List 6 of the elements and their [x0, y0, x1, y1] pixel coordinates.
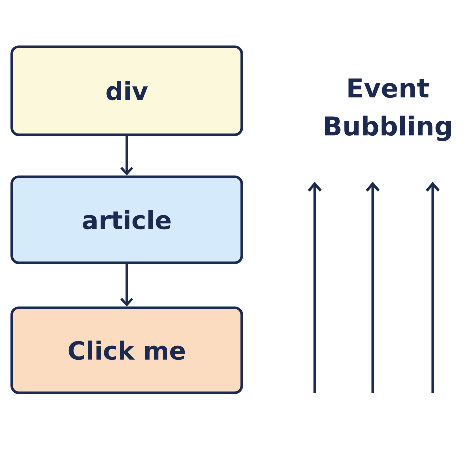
arrow: [120, 264, 134, 307]
process-box: div: [10, 46, 244, 136]
process-box: Click me: [10, 306, 244, 394]
arrow: [120, 136, 134, 176]
process-box: article: [10, 176, 244, 264]
heading: Event Bubbling: [325, 78, 452, 142]
